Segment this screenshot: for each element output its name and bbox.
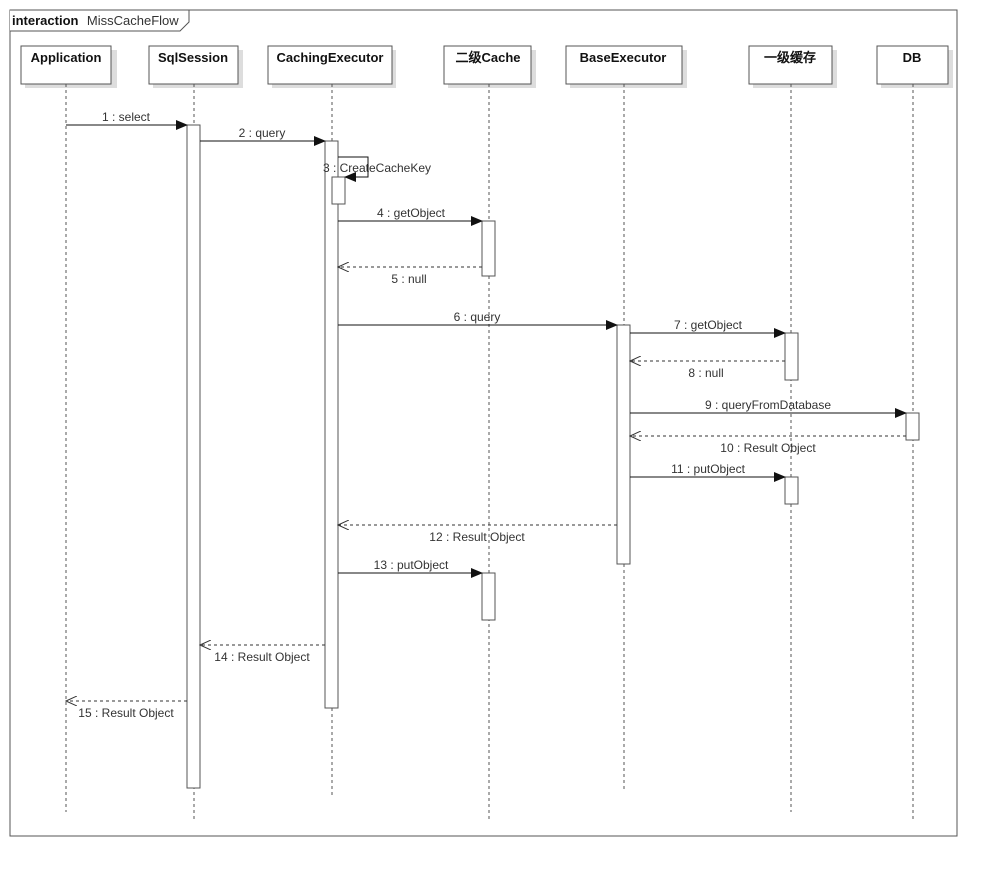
lifelines: Application SqlSession CachingExecutor 二… (20, 45, 953, 820)
lifeline-application: Application (20, 45, 117, 812)
lifeline-label: DB (903, 50, 922, 65)
message-8: 8 : null (630, 361, 785, 380)
activation-db (905, 412, 920, 441)
message-label: 13 : putObject (374, 558, 449, 572)
frame-keyword: interaction (12, 13, 79, 28)
lifeline-cachingexecutor: CachingExecutor (267, 45, 396, 798)
message-13: 13 : putObject (338, 558, 483, 578)
lifeline-header-box (748, 45, 833, 85)
lifeline-db: DB (876, 45, 953, 820)
frame-tab (10, 9, 190, 32)
lifeline-label: CachingExecutor (277, 50, 384, 65)
message-label: 10 : Result Object (720, 441, 816, 455)
interaction-frame: interaction MissCacheFlow (9, 9, 958, 837)
lifeline-header-box (267, 45, 393, 85)
message-label: 11 : putObject (671, 462, 745, 476)
frame-title: interaction MissCacheFlow (12, 12, 179, 29)
activation-l1cache-put (784, 476, 799, 505)
message-label: 6 : query (454, 310, 501, 324)
frame-border (9, 9, 958, 837)
message-7: 7 : getObject (630, 318, 786, 338)
message-label: 9 : queryFromDatabase (705, 398, 831, 412)
lifeline-header-box (876, 45, 949, 85)
activation-l1cache-get (784, 332, 799, 381)
message-9: 9 : queryFromDatabase (630, 398, 907, 418)
lifeline-l1cache: 一级缓存 (748, 45, 837, 812)
message-12: 12 : Result Object (338, 525, 617, 544)
activation-cachingexecutor (324, 140, 339, 709)
message-11: 11 : putObject (630, 462, 786, 482)
message-6: 6 : query (338, 310, 618, 330)
activation-baseexecutor (616, 324, 631, 565)
activation-bars (186, 124, 920, 789)
message-2: 2 : query (200, 126, 326, 146)
message-label: 3 : CreateCacheKey (323, 161, 431, 175)
lifeline-label: 二级Cache (455, 50, 520, 65)
message-label: 1 : select (102, 110, 151, 124)
message-label: 8 : null (688, 366, 723, 380)
message-label: 5 : null (391, 272, 426, 286)
message-label: 7 : getObject (674, 318, 743, 332)
message-5: 5 : null (338, 267, 482, 286)
lifeline-header-box (443, 45, 532, 85)
lifeline-label: SqlSession (158, 50, 228, 65)
message-4: 4 : getObject (338, 206, 483, 226)
message-10: 10 : Result Object (630, 436, 906, 455)
message-1: 1 : select (66, 110, 188, 130)
frame-name: MissCacheFlow (87, 13, 179, 28)
lifeline-l2cache: 二级Cache (443, 45, 536, 820)
messages: 1 : select 2 : query 3 : CreateCacheKey … (66, 110, 907, 720)
message-15: 15 : Result Object (66, 701, 187, 720)
message-label: 2 : query (239, 126, 286, 140)
activation-sqlsession (186, 124, 201, 789)
activation-l2cache-get (481, 220, 496, 277)
message-arrow (338, 156, 369, 182)
message-label: 4 : getObject (377, 206, 446, 220)
lifeline-header-box (20, 45, 112, 85)
lifeline-baseexecutor: BaseExecutor (565, 45, 687, 790)
activation-cachingexecutor-self (331, 176, 346, 205)
lifeline-label: 一级缓存 (764, 50, 816, 65)
lifeline-label: BaseExecutor (580, 50, 667, 65)
message-label: 14 : Result Object (214, 650, 310, 664)
activation-l2cache-put (481, 572, 496, 621)
lifeline-header-box (148, 45, 239, 85)
message-label: 15 : Result Object (78, 706, 174, 720)
message-14: 14 : Result Object (200, 645, 325, 664)
message-3: 3 : CreateCacheKey (323, 156, 431, 182)
message-label: 12 : Result Object (429, 530, 525, 544)
lifeline-label: Application (31, 50, 102, 65)
